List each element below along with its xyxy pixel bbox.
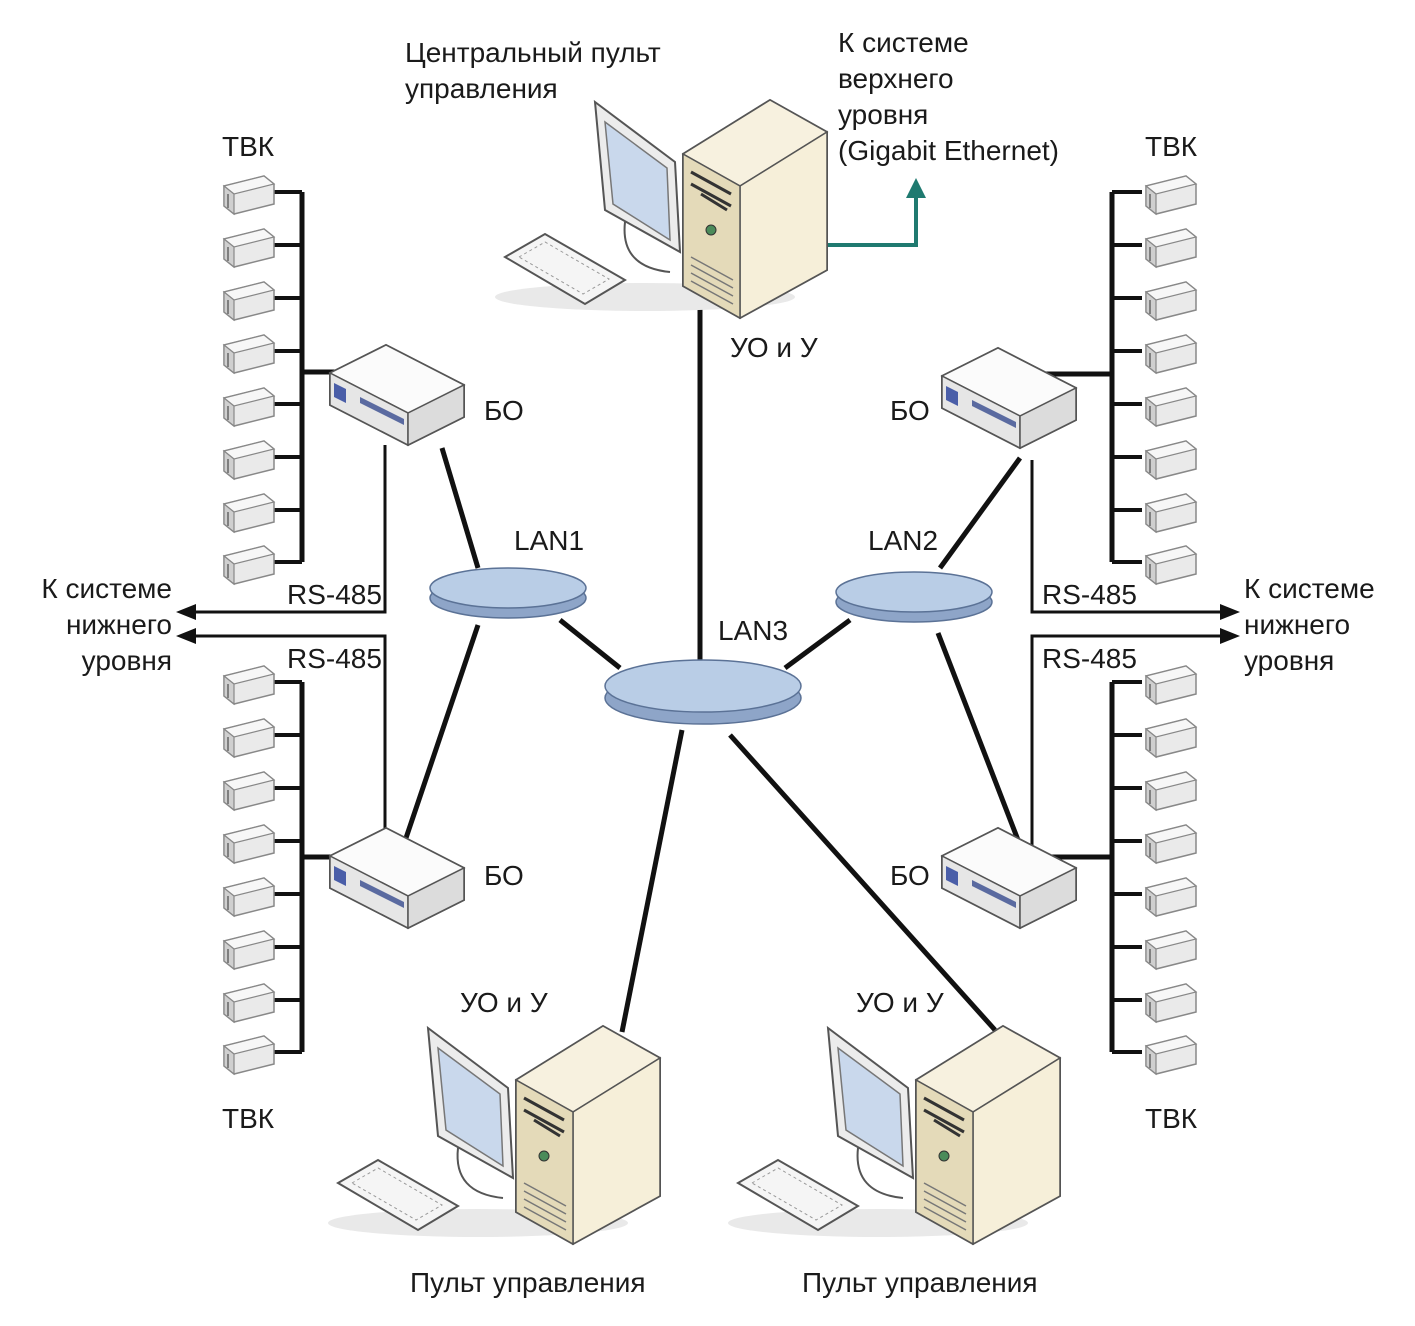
lower-system-left-line3: уровня (82, 645, 172, 676)
switch-box-icon (941, 827, 1077, 929)
tvk-camera-group-bottom-left (223, 665, 275, 1075)
rs485-lines (190, 445, 1225, 850)
tvk-camera-group-top-right (1145, 175, 1197, 585)
rs485-label-left-bottom: RS-485 (287, 643, 382, 674)
camera-icon (223, 877, 275, 917)
console-label-right: Пульт управления (802, 1267, 1038, 1298)
lower-system-right-line3: уровня (1244, 645, 1334, 676)
camera-icon (1145, 334, 1197, 374)
camera-icon (1145, 175, 1197, 215)
camera-stubs (272, 190, 1142, 1054)
camera-icon (223, 665, 275, 705)
bo-label-top-right: БО (890, 395, 930, 426)
lower-system-right-line2: нижнего (1244, 609, 1350, 640)
lower-system-left-line2: нижнего (66, 609, 172, 640)
bo-label-bottom-right: БО (890, 860, 930, 891)
uo-u-label-left: УО и У (460, 987, 548, 1018)
camera-icon (223, 983, 275, 1023)
camera-icon (1145, 824, 1197, 864)
camera-icon (1145, 228, 1197, 268)
camera-icon (1145, 1035, 1197, 1075)
lan-hub-icon (429, 567, 587, 619)
upper-system-label-line2: верхнего (838, 63, 954, 94)
lan3-label: LAN3 (718, 615, 788, 646)
arrow-icon (176, 604, 1240, 644)
camera-icon (223, 440, 275, 480)
camera-icon (1145, 983, 1197, 1023)
rs485-label-left-top: RS-485 (287, 579, 382, 610)
rs485-label-right-top: RS-485 (1042, 579, 1137, 610)
camera-icon (223, 334, 275, 374)
lower-system-right-line1: К системе (1244, 573, 1375, 604)
uo-u-label-right: УО и У (856, 987, 944, 1018)
camera-icon (223, 824, 275, 864)
camera-icon (223, 545, 275, 585)
tvk-camera-group-top-left (223, 175, 275, 585)
camera-icon (223, 175, 275, 215)
switch-box-icon (941, 347, 1077, 449)
tvk-label-top-right: ТВК (1145, 131, 1198, 162)
camera-icon (223, 771, 275, 811)
workstation-icon (493, 98, 829, 320)
camera-icon (223, 493, 275, 533)
camera-icon (1145, 545, 1197, 585)
workstation-icon (326, 1024, 662, 1246)
labels: Центральный пульт управления К системе в… (41, 27, 1374, 1298)
camera-icon (1145, 877, 1197, 917)
tvk-label-bottom-left: ТВК (222, 1103, 275, 1134)
upper-system-label-line1: К системе (838, 27, 969, 58)
uo-u-label-central: УО и У (730, 332, 818, 363)
lan-hub-icon (835, 571, 993, 623)
lan-hub-icon (604, 659, 802, 725)
bo-label-bottom-left: БО (484, 860, 524, 891)
camera-icon (223, 718, 275, 758)
upper-system-label-line4: (Gigabit Ethernet) (838, 135, 1059, 166)
switch-box-icon (329, 827, 465, 929)
switch-box-icon (329, 344, 465, 446)
camera-icon (223, 387, 275, 427)
tvk-label-bottom-right: ТВК (1145, 1103, 1198, 1134)
upper-link (828, 178, 926, 247)
lower-system-left-line1: К системе (41, 573, 172, 604)
camera-icon (1145, 930, 1197, 970)
camera-icon (1145, 718, 1197, 758)
camera-icon (1145, 771, 1197, 811)
arrow-icon (906, 178, 926, 198)
lan2-label: LAN2 (868, 525, 938, 556)
central-console-label-line1: Центральный пульт (405, 37, 661, 68)
lan1-label: LAN1 (514, 525, 584, 556)
camera-icon (223, 1035, 275, 1075)
camera-icon (1145, 440, 1197, 480)
camera-icon (223, 930, 275, 970)
bo-label-top-left: БО (484, 395, 524, 426)
camera-icon (1145, 665, 1197, 705)
rs485-label-right-bottom: RS-485 (1042, 643, 1137, 674)
camera-icon (223, 281, 275, 321)
connections (299, 192, 1115, 1052)
workstation-icon (726, 1024, 1062, 1246)
camera-icon (1145, 281, 1197, 321)
tvk-label-top-left: ТВК (222, 131, 275, 162)
tvk-camera-group-bottom-right (1145, 665, 1197, 1075)
central-console-label-line2: управления (405, 73, 558, 104)
camera-icon (223, 228, 275, 268)
upper-system-label-line3: уровня (838, 99, 928, 130)
console-label-left: Пульт управления (410, 1267, 646, 1298)
camera-icon (1145, 493, 1197, 533)
camera-icon (1145, 387, 1197, 427)
